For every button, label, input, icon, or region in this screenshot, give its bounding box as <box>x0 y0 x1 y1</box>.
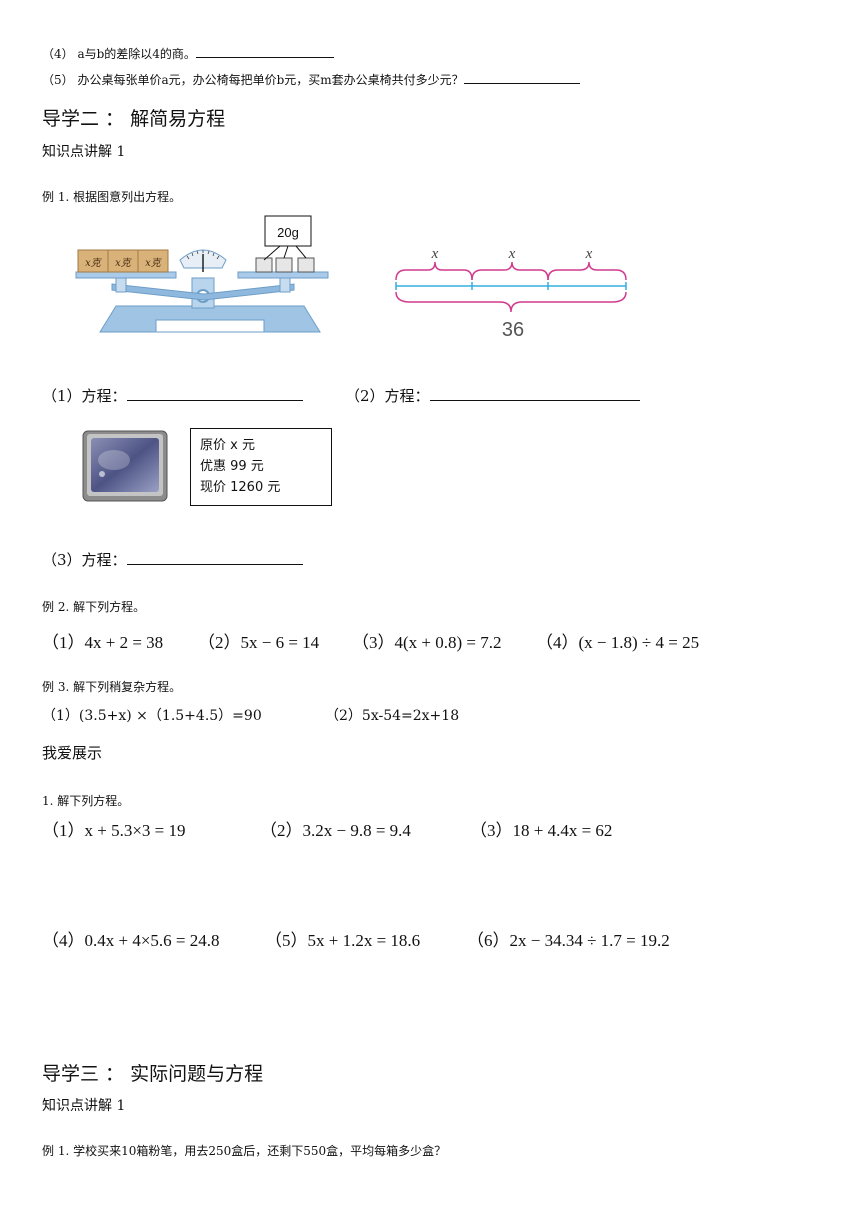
practice-item: （1）x + 5.3×3 = 19 <box>42 816 186 841</box>
item-number: （3） <box>470 821 513 840</box>
segment-variable: x <box>585 246 593 262</box>
example-3-item: （1）(3.5+x) ×（1.5+4.5）=90 <box>42 705 262 725</box>
equation-2-label: （2）方程： <box>345 387 430 405</box>
equation-3-row: （3）方程： <box>42 549 303 570</box>
equation: 5x + 1.2x = 18.6 <box>307 931 421 950</box>
answer-blank <box>463 71 580 84</box>
practice-1-label: 1. 解下列方程。 <box>42 794 130 808</box>
item-number: （4） <box>536 633 579 652</box>
original-price: 原价 x 元 <box>200 438 255 453</box>
item-number: （5） <box>265 931 308 950</box>
discount: 优惠 99 元 <box>200 459 264 474</box>
practice-item: （5）5x + 1.2x = 18.6 <box>265 926 420 951</box>
equation: 2x − 34.34 ÷ 1.7 = 19.2 <box>509 931 670 950</box>
item-number: （1） <box>42 633 85 652</box>
equation: 5x − 6 = 14 <box>240 633 320 652</box>
equation-2-row: （2）方程： <box>345 385 640 406</box>
item-number: （2） <box>198 633 241 652</box>
box-label: x克 <box>145 257 163 269</box>
tv-icon <box>82 430 168 502</box>
box-label: x克 <box>115 257 133 269</box>
brace-diagram: x x x 36 <box>395 246 627 341</box>
practice-item: （4）0.4x + 4×5.6 = 24.8 <box>42 926 220 951</box>
current-price: 现价 1260 元 <box>200 480 281 495</box>
equation: 5x-54=2x+18 <box>361 708 460 724</box>
segment-variable: x <box>431 246 439 262</box>
section-title: 导学三 ： 实际问题与方程 <box>42 1063 264 1085</box>
practice-item: （3）18 + 4.4x = 62 <box>470 816 612 841</box>
equation: (x − 1.8) ÷ 4 = 25 <box>578 633 700 652</box>
section-title: 导学二 ： 解简易方程 <box>42 108 226 130</box>
equation-1-row: （1）方程： <box>42 385 303 406</box>
question-5: （5） 办公桌每张单价a元，办公椅每把单价b元，买m套办公桌椅共付多少元？ <box>42 71 580 88</box>
example-2-item: （1）4x + 2 = 38 <box>42 628 163 653</box>
weights <box>255 257 315 273</box>
question-4-text: （4） a与b的差除以4的商。 <box>42 47 196 61</box>
example-1-label: 例 1. 根据图意列出方程。 <box>42 190 182 204</box>
equation: 18 + 4.4x = 62 <box>512 821 613 840</box>
box-label: x克 <box>85 257 103 269</box>
item-number: （3） <box>352 633 395 652</box>
equation: 3.2x − 9.8 = 9.4 <box>302 821 411 840</box>
item-number: （2） <box>325 708 362 724</box>
segment-variable: x <box>508 246 516 262</box>
practice-item: （6）2x − 34.34 ÷ 1.7 = 19.2 <box>467 926 670 951</box>
example-2-item: （3）4(x + 0.8) = 7.2 <box>352 628 502 653</box>
equation: 4x + 2 = 38 <box>84 633 164 652</box>
section-subtitle: 知识点讲解 1 <box>42 144 126 160</box>
example-1-label: 例 1. 学校买来10箱粉笔，用去250盒后，还剩下550盒，平均每箱多少盒？ <box>42 1144 447 1158</box>
item-number: （1） <box>42 821 85 840</box>
total-label: 36 <box>502 319 524 341</box>
equation-3-label: （3）方程： <box>42 551 127 569</box>
answer-blank <box>126 388 303 401</box>
question-5-text: （5） 办公桌每张单价a元，办公椅每把单价b元，买m套办公桌椅共付多少元？ <box>42 73 464 87</box>
equation: (3.5+x) ×（1.5+4.5）=90 <box>78 708 262 724</box>
section-subtitle: 知识点讲解 1 <box>42 1098 126 1114</box>
balance-scale-figure: x克 x克 x克 20g <box>75 215 329 333</box>
answer-blank <box>195 45 334 58</box>
item-number: （2） <box>260 821 303 840</box>
answer-blank <box>429 388 640 401</box>
equation: 0.4x + 4×5.6 = 24.8 <box>84 931 220 950</box>
show-title: 我爱展示 <box>42 744 103 762</box>
example-2-label: 例 2. 解下列方程。 <box>42 600 146 614</box>
weight-label: 20g <box>277 225 299 240</box>
item-number: （1） <box>42 708 79 724</box>
equation-1-label: （1）方程： <box>42 387 127 405</box>
practice-item: （2）3.2x − 9.8 = 9.4 <box>260 816 411 841</box>
item-number: （6） <box>467 931 510 950</box>
example-3-item: （2）5x-54=2x+18 <box>325 705 459 725</box>
item-number: （4） <box>42 931 85 950</box>
example-2-item: （2）5x − 6 = 14 <box>198 628 319 653</box>
example-3-label: 例 3. 解下列稍复杂方程。 <box>42 680 182 694</box>
example-2-item: （4）(x − 1.8) ÷ 4 = 25 <box>536 628 699 653</box>
price-info-box: 原价 x 元 优惠 99 元 现价 1260 元 <box>190 428 332 506</box>
question-4: （4） a与b的差除以4的商。 <box>42 45 334 62</box>
equation: 4(x + 0.8) = 7.2 <box>394 633 502 652</box>
answer-blank <box>126 552 303 565</box>
equation: x + 5.3×3 = 19 <box>84 821 186 840</box>
x-gram-boxes: x克 x克 x克 <box>77 249 169 273</box>
